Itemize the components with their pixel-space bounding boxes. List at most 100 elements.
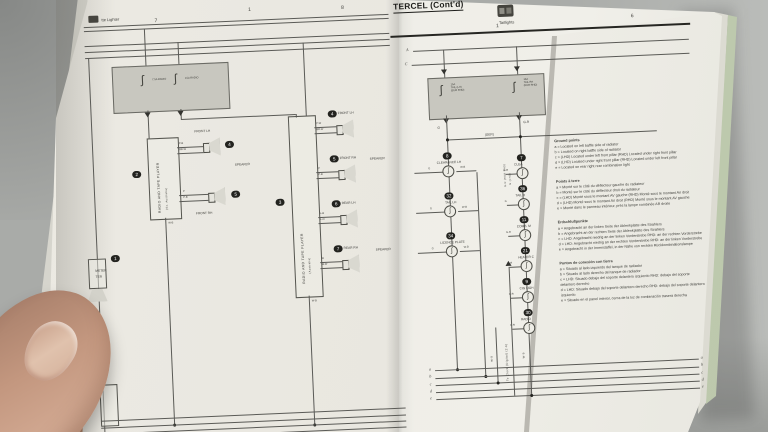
left-fuse-block [111, 61, 231, 114]
speaker-icon [342, 254, 360, 273]
lamp-icon [521, 290, 535, 304]
component-ref: 1 [110, 254, 121, 263]
component-ref: 9 [522, 277, 532, 286]
component-ref: 11 [519, 215, 529, 224]
ground-points-legend: Ground points a = Located on left baffle… [554, 132, 719, 432]
wire-tag: P [182, 189, 185, 194]
wire-tag: W-B [460, 165, 466, 169]
component-ref: 32 [444, 192, 454, 200]
book-spine [386, 0, 414, 432]
component-ref: 2 [132, 170, 142, 179]
wire-tag: P-B [183, 195, 188, 200]
lamp-icon [517, 197, 531, 211]
component-ref: 36 [518, 184, 528, 193]
component-ref: 5 [329, 155, 339, 163]
legend-spanish: Puntos de conexión con tierra a = Situad… [559, 254, 706, 303]
speaker-icon [340, 209, 358, 228]
component-ref: 8 [442, 152, 452, 160]
component-ref: 3 [275, 198, 285, 206]
wire-tag: B-W [322, 262, 328, 267]
junction-dot [518, 135, 522, 139]
component-label: HEATER C [518, 254, 535, 260]
wire-tag: W-B [463, 245, 469, 249]
wire-tag: W-B [461, 205, 468, 209]
fuse-icon [141, 73, 144, 87]
bus-letter: a [428, 366, 432, 372]
wire-tag: W-B [168, 221, 174, 225]
speaker-label: REAR RH [343, 245, 359, 251]
speaker-label: FRONT LH [194, 128, 211, 134]
component-label: TAIL R [515, 193, 526, 198]
speaker-label: FRONT LH [337, 110, 354, 116]
wire-tag: P [318, 167, 320, 171]
wire-tag: G-R [506, 230, 511, 234]
fuse-icon [174, 71, 177, 85]
connector-icon [144, 112, 151, 118]
wire-tag: G [429, 207, 433, 211]
component-ref: 30 [523, 308, 533, 317]
speaker-icon [208, 187, 226, 206]
speaker-label: FRONT RH [339, 155, 357, 161]
lamp-icon [445, 245, 459, 258]
component-label: METER [95, 268, 107, 273]
component-label: TER [95, 274, 103, 279]
wire-tag: BR-W [179, 147, 187, 152]
page-title: TERCEL (Cont'd) [392, 0, 464, 14]
component-ref: 7 [516, 154, 526, 162]
speaker-label: REAR LH [341, 200, 356, 206]
wire-tag: L-B [320, 211, 325, 216]
component-ref: 4 [327, 110, 337, 118]
wire-tag: B [321, 256, 324, 261]
wire-tag: G [431, 247, 434, 251]
speaker-icon [336, 120, 354, 139]
wire-tag: P-B [318, 172, 323, 177]
lamp-icon [442, 165, 455, 178]
component-ref: 7 [333, 245, 343, 253]
fuse-icon [512, 79, 515, 93]
legend-german: Erdschlußpunkte a = Angebracht an der li… [558, 214, 704, 253]
speaker-icon [202, 137, 221, 156]
speaker-group-label: SPEAKER [234, 162, 251, 167]
junction-dot [530, 393, 534, 398]
connector-icon [440, 69, 448, 75]
cigarette-lighter-icon [88, 15, 99, 23]
component-ref: 34 [446, 232, 456, 240]
header-rule [390, 22, 691, 39]
wire-tag: W-B [311, 299, 317, 303]
wire-tag: P-W [316, 121, 322, 126]
speaker-group-label: SPEAKER [375, 247, 391, 252]
section-label: Taillights [498, 19, 515, 26]
wire-tag: L-O [320, 217, 325, 222]
wire-tag: G-R [523, 119, 530, 125]
wire-tag: G [437, 125, 441, 130]
wire-tag: P-B [178, 141, 184, 146]
lamp-icon [443, 205, 457, 218]
wire-tag: G-R [503, 168, 509, 173]
speaker-cone-icon [87, 288, 108, 302]
lamp-icon [523, 321, 536, 335]
connector-icon [513, 66, 521, 72]
bus-letter: d [429, 388, 433, 394]
arrow-up-icon [505, 260, 512, 267]
bus-letter: b [429, 373, 432, 379]
fuse-icon [439, 83, 442, 97]
component-ref: 6 [331, 200, 341, 208]
legend-english: Ground points a = Located on left baffle… [554, 132, 700, 171]
component-label: COMB. M [516, 223, 531, 229]
component-label: CLEA [514, 162, 523, 167]
line-letter: C [404, 61, 408, 67]
component-ref: 21 [520, 246, 531, 255]
wire-tag: W-B [490, 355, 494, 362]
junction-dot [445, 138, 450, 142]
column-number: 6 [630, 13, 634, 20]
wire-tag: BR-W [316, 127, 324, 132]
column-number: 1 [248, 6, 252, 13]
line-letter: A [405, 47, 409, 53]
bus-letter: c [429, 380, 432, 387]
lamp-icon [516, 166, 529, 180]
component-ref: 5 [231, 190, 241, 198]
left-section-label: tte Lighter [101, 16, 120, 23]
speaker-label: FRONT RH [195, 210, 213, 216]
